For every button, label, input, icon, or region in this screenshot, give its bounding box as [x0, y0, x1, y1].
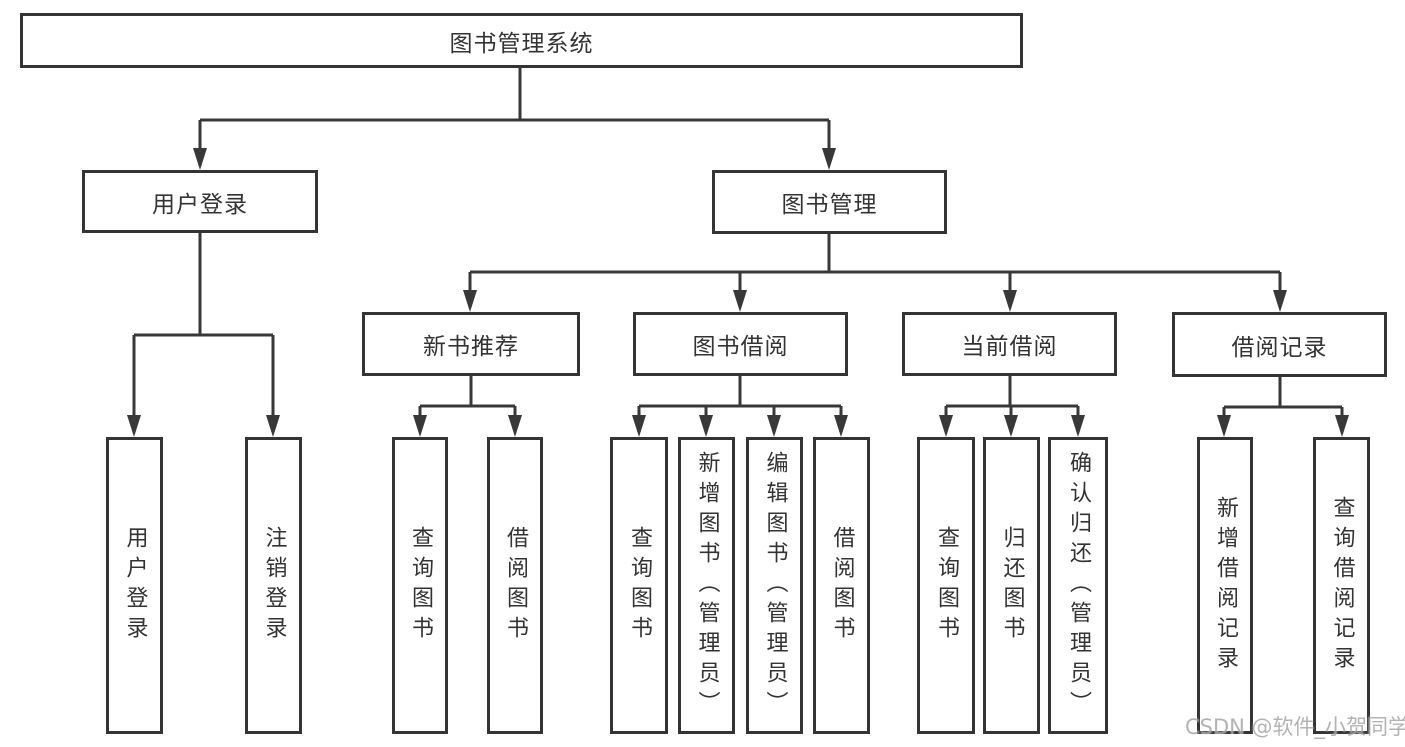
leaf-add-books-admin-label: 新增图书（管理员）	[694, 450, 720, 721]
leaf-user-login: 用户登录	[106, 437, 163, 734]
leaf-query-borrow-record: 查询借阅记录	[1313, 437, 1370, 734]
node-borrow-records: 借阅记录	[1172, 312, 1387, 377]
node-current-borrowing: 当前借阅	[902, 312, 1117, 376]
leaf-add-borrow-record: 新增借阅记录	[1197, 437, 1253, 734]
node-library-management-system: 图书管理系统	[20, 13, 1023, 68]
leaf-query-books-borrowing: 查询图书	[610, 437, 668, 734]
connector-root-to-level2	[193, 68, 836, 170]
leaf-logout: 注销登录	[245, 437, 302, 734]
node-user-login: 用户登录	[82, 170, 318, 233]
leaf-edit-books-admin-label: 编辑图书（管理员）	[762, 450, 788, 721]
leaf-query-books-current-label: 查询图书	[934, 525, 959, 646]
node-new-book-recommend: 新书推荐	[362, 312, 580, 376]
leaf-add-borrow-record-label: 新增借阅记录	[1213, 495, 1238, 676]
connector-book-management-to-level3	[463, 234, 1287, 312]
leaf-query-books-current: 查询图书	[917, 437, 975, 734]
leaf-borrow-books: 借阅图书	[813, 437, 870, 734]
leaf-logout-label: 注销登录	[261, 525, 287, 646]
leaf-confirm-return-admin: 确认归还（管理员）	[1048, 437, 1108, 734]
leaf-query-borrow-record-label: 查询借阅记录	[1329, 495, 1355, 676]
leaf-borrow-books-recommend-label: 借阅图书	[503, 525, 528, 646]
leaf-return-books-label: 归还图书	[999, 525, 1025, 646]
leaf-query-books-recommend-label: 查询图书	[408, 525, 433, 646]
leaf-borrow-books-recommend: 借阅图书	[487, 437, 543, 734]
leaf-return-books: 归还图书	[983, 437, 1040, 734]
leaf-user-login-label: 用户登录	[122, 525, 148, 646]
connector-borrow-records-to-leaves	[1217, 377, 1349, 437]
connector-book-borrowing-to-leaves	[632, 376, 848, 437]
leaf-query-books-recommend: 查询图书	[392, 437, 448, 734]
connector-new-book-recommend-to-leaves	[413, 376, 522, 437]
node-book-management: 图书管理	[712, 170, 947, 234]
connector-user-login-to-leaves	[127, 233, 280, 437]
leaf-add-books-admin: 新增图书（管理员）	[678, 437, 735, 734]
leaf-edit-books-admin: 编辑图书（管理员）	[746, 437, 803, 734]
node-book-borrowing: 图书借阅	[633, 312, 848, 376]
csdn-watermark: CSDN @软件_小贺同学	[1185, 715, 1405, 739]
leaf-query-books-borrowing-label: 查询图书	[627, 525, 652, 646]
connector-current-borrowing-to-leaves	[939, 376, 1085, 437]
leaf-confirm-return-admin-label: 确认归还（管理员）	[1066, 450, 1091, 721]
leaf-borrow-books-label: 借阅图书	[829, 525, 855, 646]
